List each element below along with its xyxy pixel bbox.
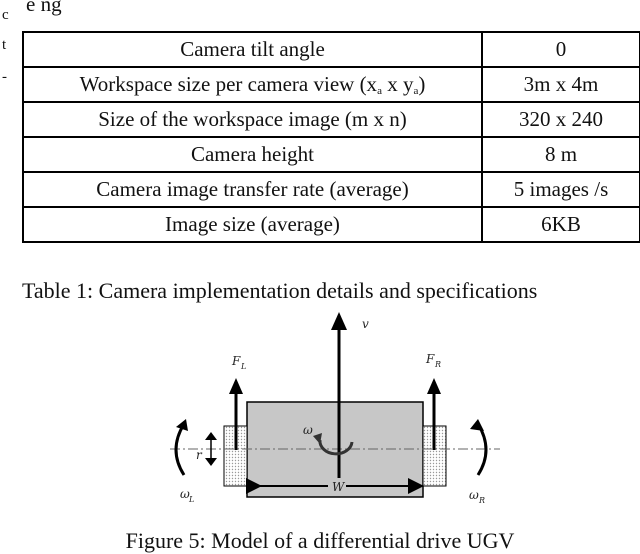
velocity-label: v [362, 317, 369, 331]
body-omega-label: ω [303, 423, 313, 437]
table-row: Size of the workspace image (m x n) 320 … [22, 101, 640, 138]
table-row: Image size (average) 6KB [22, 206, 640, 243]
table-row: Camera tilt angle 0 [22, 31, 640, 68]
edge-mark: - [2, 69, 7, 85]
body-rotation-arrowhead [313, 433, 322, 444]
right-force-subscript: R [434, 360, 441, 369]
table-row: Workspace size per camera view (xa x ya)… [22, 66, 640, 103]
radius-label: r [196, 448, 203, 462]
param-cell: Size of the workspace image (m x n) [22, 101, 483, 138]
preceding-text-fragment: e ng [26, 0, 62, 16]
param-cell: Camera image transfer rate (average) [22, 171, 483, 208]
right-wheel-omega-subscript: R [478, 496, 485, 505]
right-wheel-rotation-arrowhead [470, 419, 484, 431]
right-wheel-omega-label: ω [469, 488, 479, 502]
body-rotation-arc [318, 439, 354, 456]
left-wheel-omega-subscript: L [188, 495, 194, 504]
value-cell: 8 m [481, 136, 640, 173]
value-cell: 5 images /s [481, 171, 640, 208]
value-cell: 0 [481, 31, 640, 68]
left-force-arrowhead [229, 378, 243, 394]
table-caption: Table 1: Camera implementation details a… [22, 278, 538, 303]
radius-arrow-down [205, 458, 217, 466]
param-text: Workspace size per camera view (x [79, 72, 378, 96]
value-cell: 3m x 4m [481, 66, 640, 103]
right-force-label: F [425, 352, 435, 366]
left-wheel-rotation-arrowhead [176, 419, 188, 431]
param-cell: Camera height [22, 136, 483, 173]
value-cell: 320 x 240 [481, 101, 640, 138]
right-force-arrowhead [427, 378, 441, 394]
param-text: ) [418, 72, 426, 96]
subscript: a [413, 85, 419, 97]
value-cell: 6KB [481, 206, 640, 243]
subscript: a [377, 85, 382, 97]
width-label-bg [328, 478, 346, 494]
edge-mark: t [2, 37, 7, 53]
param-cell: Image size (average) [22, 206, 483, 243]
ugv-model-figure: v F L F R ω W ω L r ω R [170, 312, 500, 505]
table-row: Camera image transfer rate (average) 5 i… [22, 171, 640, 208]
left-force-subscript: L [240, 362, 246, 371]
radius-arrow-up [205, 432, 217, 440]
left-force-label: F [231, 354, 241, 368]
edge-mark: c [2, 7, 9, 23]
param-cell: Camera tilt angle [22, 31, 483, 68]
left-wheel-omega-label: ω [180, 487, 190, 501]
param-text: x y [381, 72, 414, 96]
table-row: Camera height 8 m [22, 136, 640, 173]
width-label: W [332, 480, 346, 494]
figure-caption: Figure 5: Model of a differential drive … [125, 528, 515, 553]
velocity-arrowhead [331, 312, 347, 330]
param-cell: Workspace size per camera view (xa x ya) [22, 66, 483, 103]
camera-spec-table: Camera tilt angle 0 Workspace size per c… [22, 31, 640, 243]
